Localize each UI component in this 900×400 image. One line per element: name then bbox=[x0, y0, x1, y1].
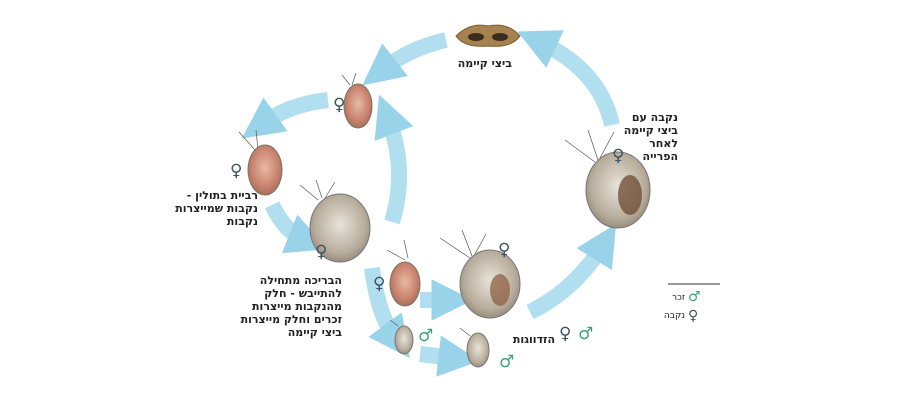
arrow-female-to-female bbox=[241, 92, 329, 139]
label-line: נקבות שמייצרות bbox=[175, 202, 258, 215]
female-small-top bbox=[343, 83, 373, 129]
female-large-center bbox=[309, 193, 371, 263]
mating-male-symbol: ♂ bbox=[578, 324, 594, 344]
legend-male-label: זכר bbox=[672, 293, 685, 303]
label-line: מהנקבות מייצרות bbox=[252, 300, 342, 313]
daphnia-antennae bbox=[238, 72, 615, 337]
label-mating: הזדווגות bbox=[512, 333, 555, 346]
female-producing-males bbox=[389, 261, 421, 307]
female-mating bbox=[459, 249, 521, 319]
resting-egg-case bbox=[455, 24, 521, 47]
legend-female-icon: ♀ bbox=[688, 308, 699, 324]
label-female-with-eggs: נקבה עם ביצי קיימה לאחר הפרייה bbox=[624, 111, 678, 163]
label-line: להתייבש - חלק bbox=[264, 287, 342, 300]
male-small bbox=[394, 325, 414, 355]
arrow-cycle-up bbox=[374, 94, 414, 225]
arrow-to-resting-eggs bbox=[517, 30, 620, 127]
female-symbol: ♀ bbox=[498, 240, 511, 260]
label-line: נקבה עם bbox=[631, 111, 678, 124]
female-symbol: ♀ bbox=[230, 161, 243, 181]
label-line: נקבות bbox=[226, 215, 258, 228]
arrow-down-to-male bbox=[364, 266, 410, 359]
arrow-to-large-female bbox=[264, 201, 329, 254]
legend-female-label: נקבה bbox=[663, 311, 685, 321]
arrow-mating-to-female bbox=[526, 223, 617, 320]
female-symbol: ♀ bbox=[315, 242, 328, 262]
female-symbol: ♀ bbox=[373, 274, 386, 294]
label-line: הפרייה bbox=[642, 150, 678, 163]
label-resting-eggs: ביצי קיימה bbox=[457, 57, 512, 70]
label-line: לאחר bbox=[649, 137, 678, 150]
legend-male-icon: ♂ bbox=[688, 289, 701, 305]
label-line: הבריכה מתחילה bbox=[259, 274, 342, 287]
female-symbol: ♀ bbox=[333, 95, 346, 115]
male-symbol: ♂ bbox=[499, 352, 515, 372]
label-parthenogenesis: רביית בתולין - נקבות שמייצרות נקבות bbox=[175, 189, 258, 228]
label-line: רביית בתולין - bbox=[186, 189, 258, 202]
label-line: ביצי קיימה bbox=[287, 326, 342, 339]
arrow-to-mating-male bbox=[419, 335, 480, 377]
female-symbol: ♀ bbox=[612, 146, 625, 166]
mating-female-symbol: ♀ bbox=[559, 324, 572, 344]
label-line: ביצי קיימה bbox=[623, 124, 678, 137]
daphnia-individuals bbox=[247, 83, 651, 368]
arrow-eggs-to-female bbox=[362, 32, 448, 86]
label-line: זכרים וחלק מייצרות bbox=[240, 313, 342, 326]
male-symbol: ♂ bbox=[418, 326, 434, 346]
male-mating bbox=[466, 332, 490, 368]
label-pond-drying: הבריכה מתחילה להתייבש - חלק מהנקבות מייצ… bbox=[241, 274, 342, 339]
female-left bbox=[247, 144, 283, 196]
